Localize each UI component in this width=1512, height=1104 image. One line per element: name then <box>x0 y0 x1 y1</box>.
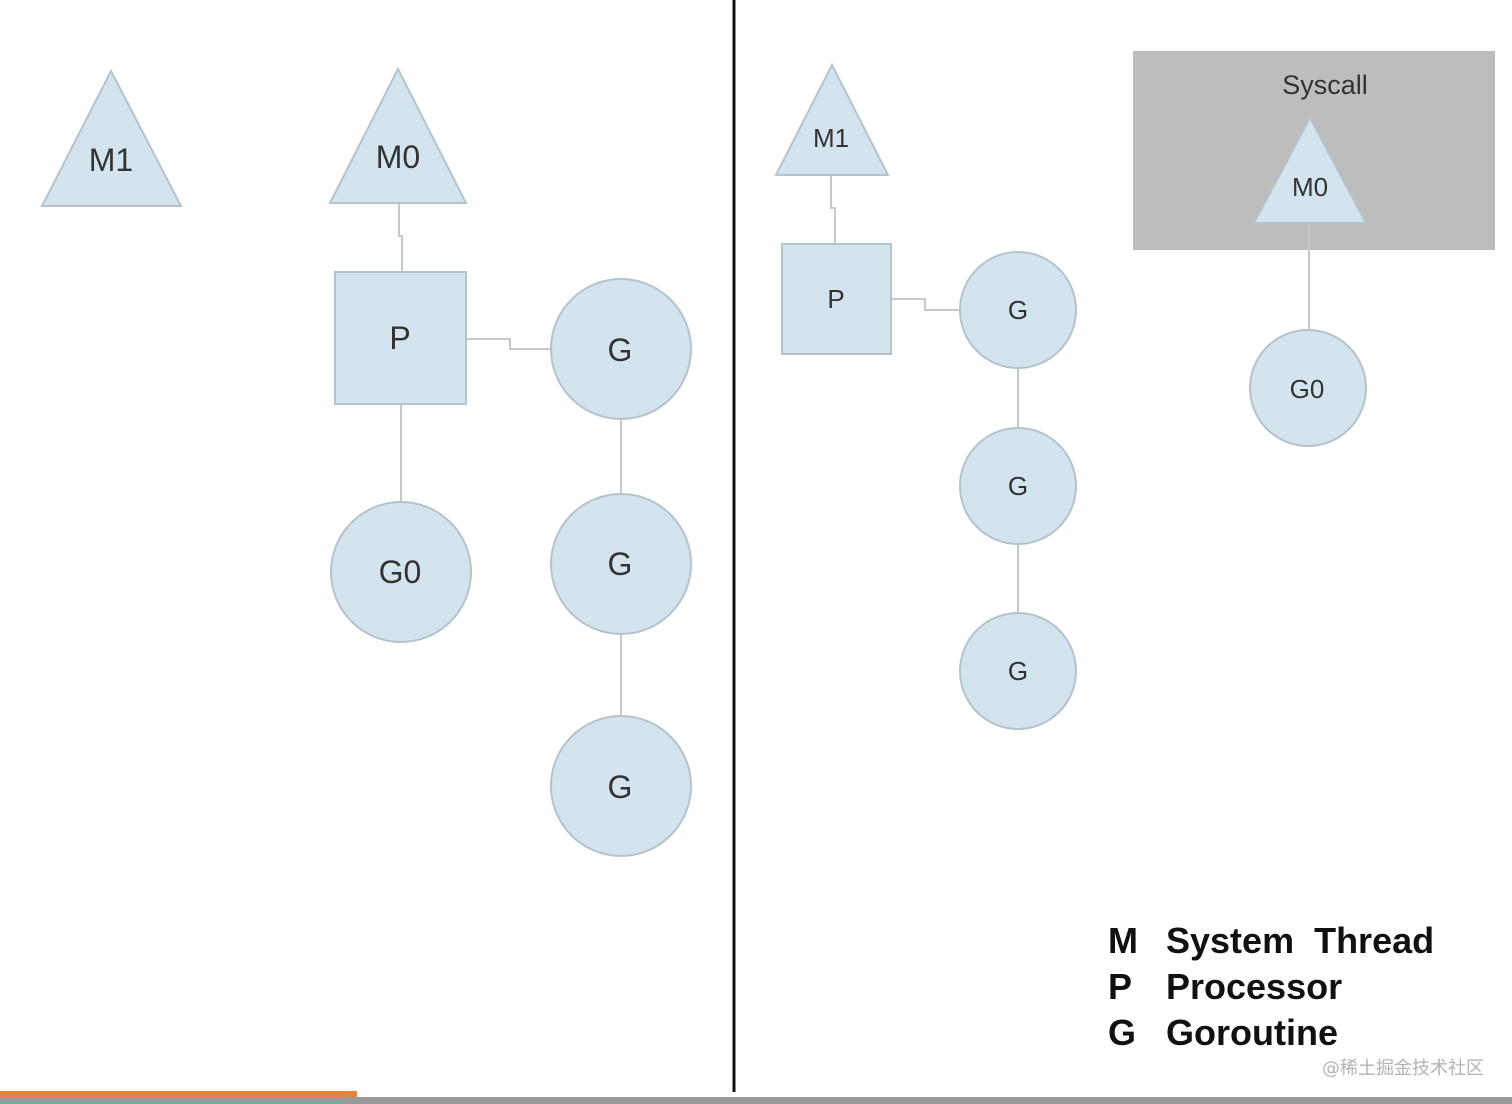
syscall-label: Syscall <box>1282 70 1368 100</box>
goroutine-g0-right <box>1249 329 1367 447</box>
g-right-1-label: G <box>1008 295 1028 325</box>
machine-m1-left <box>40 68 183 207</box>
legend-key-g: G <box>1108 1012 1137 1053</box>
goroutine-g0-left <box>330 501 472 643</box>
processor-p-left <box>334 271 467 405</box>
processor-p-right <box>781 243 892 355</box>
m1-left-label: M1 <box>89 142 133 178</box>
legend-row-m: M System Thread <box>1108 918 1434 964</box>
m1-right-label: M1 <box>813 123 849 153</box>
goroutine-g-right-1 <box>959 251 1077 369</box>
edge-p-g-queue-right <box>891 298 961 311</box>
goroutine-g-left-1 <box>550 278 692 420</box>
machine-m0-right <box>1252 115 1368 224</box>
legend-label-m: System Thread <box>1166 920 1435 961</box>
g-right-2-label: G <box>1008 471 1028 501</box>
g0-right-label: G0 <box>1290 374 1325 404</box>
legend-key-p: P <box>1108 966 1133 1007</box>
m0-right-label: M0 <box>1292 172 1328 202</box>
g-left-1-label: G <box>608 332 633 368</box>
legend-label-p: Processor <box>1166 966 1343 1007</box>
goroutine-g-left-2 <box>550 493 692 635</box>
p-right-label: P <box>827 284 844 314</box>
legend-row-p: P Processor <box>1108 964 1434 1010</box>
progress-bar-orange <box>0 1091 357 1097</box>
goroutine-g-right-2 <box>959 427 1077 545</box>
p-left-label: P <box>389 320 410 356</box>
edge-p-g-queue <box>466 338 551 350</box>
m0-left-label: M0 <box>376 139 420 175</box>
machine-m1-right <box>774 62 890 176</box>
edge-m0-p <box>398 203 403 272</box>
g0-left-label: G0 <box>379 554 422 590</box>
watermark: @稀土掘金技术社区 <box>1322 1058 1484 1079</box>
legend: M System Thread P Processor G Goroutine <box>1108 918 1434 1056</box>
machine-m0-left <box>328 66 468 204</box>
bottom-bar <box>0 1097 1512 1104</box>
g-left-2-label: G <box>608 546 633 582</box>
edge-m1-p-right <box>830 175 836 244</box>
goroutine-g-right-3 <box>959 612 1077 730</box>
g-right-3-label: G <box>1008 656 1028 686</box>
goroutine-g-left-3 <box>550 715 692 857</box>
legend-row-g: G Goroutine <box>1108 1010 1434 1056</box>
legend-key-m: M <box>1108 920 1138 961</box>
g-left-3-label: G <box>608 769 633 805</box>
legend-label-g: Goroutine <box>1166 1012 1338 1053</box>
